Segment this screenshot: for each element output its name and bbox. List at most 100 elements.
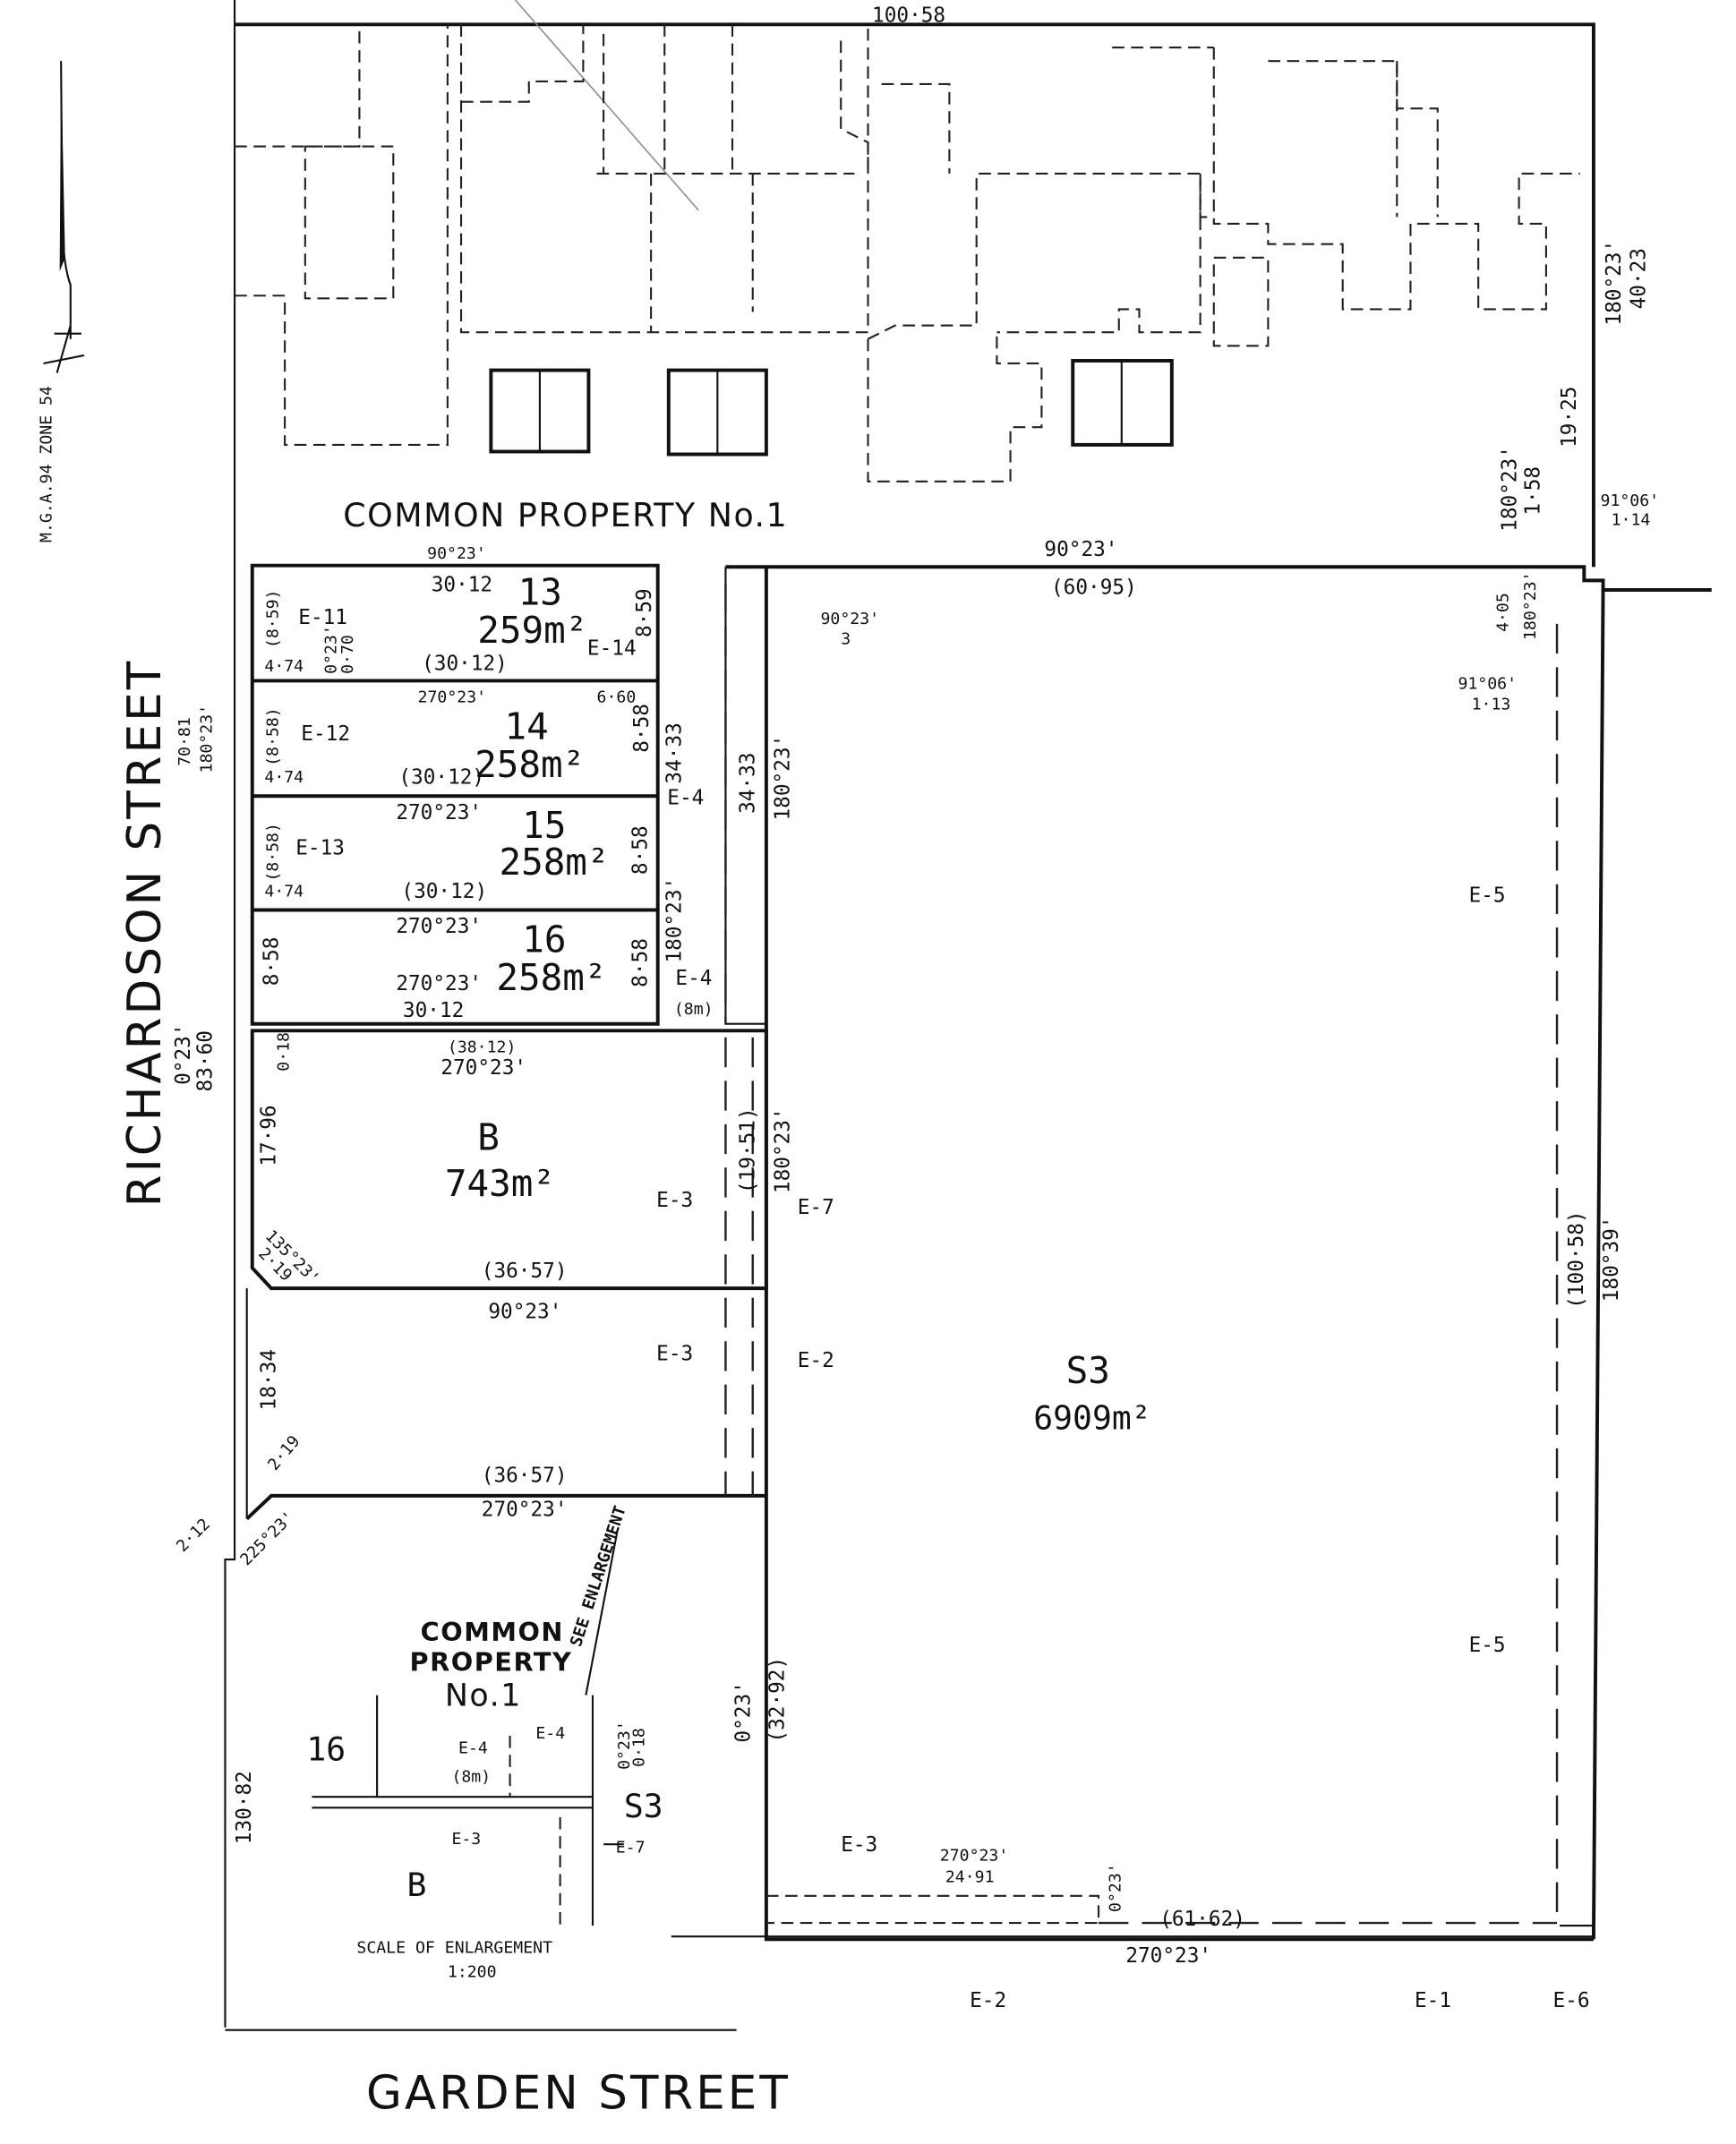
dim: (61·62): [1159, 1908, 1245, 1931]
dim: 17·96: [258, 1105, 281, 1166]
dim: 180°39': [1600, 1217, 1623, 1303]
dim: 270°23': [396, 972, 482, 995]
dim: 70·81: [175, 717, 194, 766]
dim: (32·92): [766, 1657, 790, 1743]
dim: 180°23': [772, 1107, 795, 1193]
dim: (8·58): [264, 823, 283, 882]
dim: (60·95): [1051, 577, 1137, 600]
dim: 180°23': [1521, 571, 1540, 640]
dim: 0·70: [338, 635, 357, 674]
dim: 180°23': [1499, 446, 1522, 532]
dim: 83·60: [193, 1030, 217, 1091]
dim: (36·57): [482, 1465, 568, 1488]
lot-b-number: B: [477, 1116, 500, 1159]
dim: 90°23': [820, 610, 879, 628]
dim: 1·14: [1612, 510, 1651, 529]
dim: E-7: [798, 1196, 834, 1219]
dim: 24·91: [945, 1868, 995, 1887]
common-property-label: COMMON PROPERTY No.1: [343, 496, 788, 534]
scale-label: SCALE OF ENLARGEMENT: [356, 1938, 552, 1957]
dim: E-6: [1552, 1989, 1589, 2012]
street-garden: GARDEN STREET: [366, 2067, 791, 2121]
enl-e4a: E-4: [458, 1739, 488, 1758]
lot-13-area: 259m²: [477, 609, 587, 652]
dim: (100·58): [1565, 1210, 1588, 1308]
dim: 34·33: [736, 753, 759, 814]
dim: 270°23': [396, 915, 482, 938]
dim: 8·58: [629, 825, 653, 875]
enl-lot16: 16: [306, 1730, 346, 1768]
enl-s3: S3: [624, 1787, 663, 1825]
dim: 180°23': [772, 735, 795, 821]
dim: 180°23': [197, 705, 216, 773]
dim: 180°23': [663, 877, 686, 963]
dim: E-2: [798, 1349, 834, 1372]
dim: E-13: [295, 836, 345, 859]
dim: E-5: [1469, 884, 1506, 907]
dim: (8·58): [264, 707, 283, 766]
street-richardson: RICHARDSON STREET: [118, 659, 172, 1207]
dim: 270°23': [1125, 1944, 1211, 1968]
dim-top: 100·58: [872, 4, 945, 27]
dim: 0°23': [322, 625, 341, 674]
dim: E-1: [1415, 1989, 1451, 2012]
enlargement-inset: [312, 1532, 624, 1926]
lot-s3-number: S3: [1066, 1349, 1110, 1392]
lot-s3-area: 6909m²: [1033, 1399, 1150, 1438]
dim: 34·33: [663, 722, 686, 783]
dim: 2·12: [173, 1515, 214, 1556]
carport-structures: [489, 358, 1174, 457]
dim: 91°06': [1601, 491, 1660, 510]
dim: 270°23': [440, 1056, 526, 1080]
lot-labels: 13 259m² 14 258m² 15 258m² 16 258m² B 74…: [445, 571, 1151, 1438]
lot-14-number: 14: [505, 705, 549, 748]
dim: 2·19: [264, 1432, 304, 1474]
dim: 0°23': [1106, 1863, 1125, 1912]
dim: 3: [841, 630, 851, 649]
dim: 19·25: [1558, 387, 1581, 448]
dim: 30·12: [403, 999, 464, 1022]
lot-13-number: 13: [518, 571, 562, 614]
dim: (8·59): [264, 590, 283, 649]
dim: 91°06': [1458, 675, 1517, 694]
dim: 4·74: [264, 882, 304, 901]
dim: 1·58: [1521, 466, 1544, 516]
dim: E-4: [667, 786, 704, 809]
dim: E-2: [970, 1989, 1006, 2012]
dim: E-3: [656, 1342, 693, 1365]
dim: (36·57): [482, 1260, 568, 1283]
dim: 270°23': [482, 1499, 568, 1522]
dim: 30·12: [432, 573, 492, 596]
enl-bearing: 0°23': [615, 1721, 634, 1770]
dim: (19·51): [736, 1107, 759, 1193]
dim: 270°23': [396, 801, 482, 824]
dim: 4·74: [264, 657, 304, 676]
dim: 270°23': [418, 688, 487, 707]
enl-8m: (8m): [451, 1768, 491, 1787]
dim: 18·34: [258, 1349, 281, 1410]
dim: 270°23': [940, 1846, 1009, 1865]
dim: 6·60: [597, 688, 637, 707]
dim: 0°23': [172, 1024, 195, 1085]
north-arrow-icon: M.G.A.94 ZONE 54: [38, 61, 85, 542]
enl-cp-2: PROPERTY: [409, 1646, 572, 1677]
lot-15-number: 15: [522, 804, 566, 847]
dim: E-3: [656, 1189, 693, 1212]
building-outlines: [235, 24, 1580, 483]
dim: 180°23': [1603, 240, 1626, 326]
enl-e7: E-7: [616, 1838, 646, 1857]
dim: (30·12): [401, 880, 487, 903]
dim: (8m): [674, 1000, 714, 1019]
dim: E-14: [587, 637, 637, 661]
dimension-labels: 100·58 180°23' 19·25 40·23 19·25 180°23'…: [172, 4, 1659, 2012]
dim: 4·05: [1494, 593, 1513, 632]
dim: 90°23': [1044, 538, 1117, 561]
dim: 8·59: [633, 588, 656, 637]
lot-b-area: 743m²: [445, 1162, 555, 1205]
dim: 8·58: [261, 937, 284, 987]
dim: 8·58: [629, 938, 653, 987]
enl-b: B: [406, 1866, 426, 1904]
dim: 1·13: [1472, 695, 1511, 713]
lot-14-area: 258m²: [475, 743, 585, 786]
